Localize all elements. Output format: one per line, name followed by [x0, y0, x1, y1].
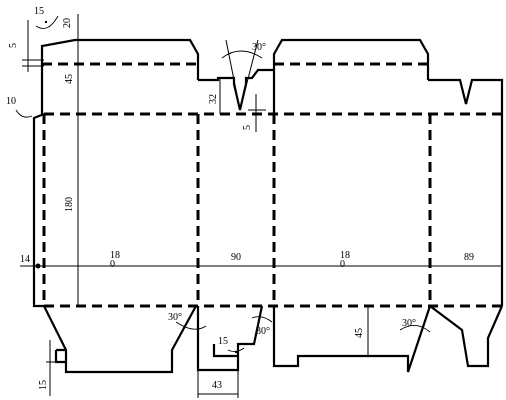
label-glue-flap-width: 14 — [20, 254, 30, 265]
label-end-panel-width: 89 — [464, 252, 474, 263]
label-bottom-left-angle: 30° — [168, 312, 182, 323]
label-bottom-right-angle: 30° — [402, 318, 416, 329]
bottom-tuck-notch — [54, 348, 66, 364]
label-bottom-tab-width: 43 — [212, 380, 222, 391]
glue-flap-dot — [35, 263, 41, 269]
label-bottom-slot-angle: 30° — [256, 326, 270, 337]
top-angle-dot — [44, 20, 48, 24]
tab-angle-dot — [234, 350, 238, 354]
label-panel-height: 180 — [64, 197, 75, 212]
dim-30-top-leg-a — [225, 39, 241, 111]
top-flap-back-outline — [272, 38, 430, 114]
dim-30-bottom-right-arc — [399, 325, 431, 333]
label-side-flap-height: 32 — [208, 94, 219, 104]
glue-flap-outline — [32, 112, 45, 308]
markers — [35, 20, 238, 354]
bottom-tab-side-1 — [212, 344, 238, 358]
bottom-flap-back — [272, 305, 432, 373]
fold-lines — [42, 62, 502, 308]
label-slot-offset: 5 — [242, 125, 253, 130]
label-bottom-flap-depth: 45 — [354, 328, 365, 338]
label-top-flap-angle: 15 — [34, 6, 44, 17]
label-tuck-fold-depth: 45 — [64, 74, 75, 84]
dimension-lines — [15, 14, 502, 398]
cut-lines — [32, 38, 504, 374]
label-bottom-tuck-height: 15 — [38, 380, 49, 390]
label-top-flap-height: 20 — [62, 18, 73, 28]
dim-30-bottom-slot-arc — [251, 316, 273, 323]
dim-10-arc — [15, 109, 33, 118]
bottom-flap-side-1 — [196, 305, 264, 372]
dim-30-top-arc — [221, 50, 263, 59]
dim-top-15-arc — [35, 15, 59, 29]
top-tuck-flap-outline — [40, 38, 200, 114]
label-side-slot-angle: 30° — [252, 42, 266, 53]
label-bottom-tab-angle: 15 — [218, 336, 228, 347]
label-glue-flap-angle: 10 — [6, 96, 16, 107]
bottom-flap-side-2 — [429, 305, 504, 368]
label-side-panel-width: 90 — [231, 252, 241, 263]
label-top-flap-offset: 5 — [8, 43, 19, 48]
bottom-flap-front — [43, 305, 197, 374]
dim-30-top-leg-b — [239, 39, 259, 111]
side-dust-flap-2 — [428, 78, 504, 114]
dim-30-bottom-left-arc — [175, 321, 207, 330]
